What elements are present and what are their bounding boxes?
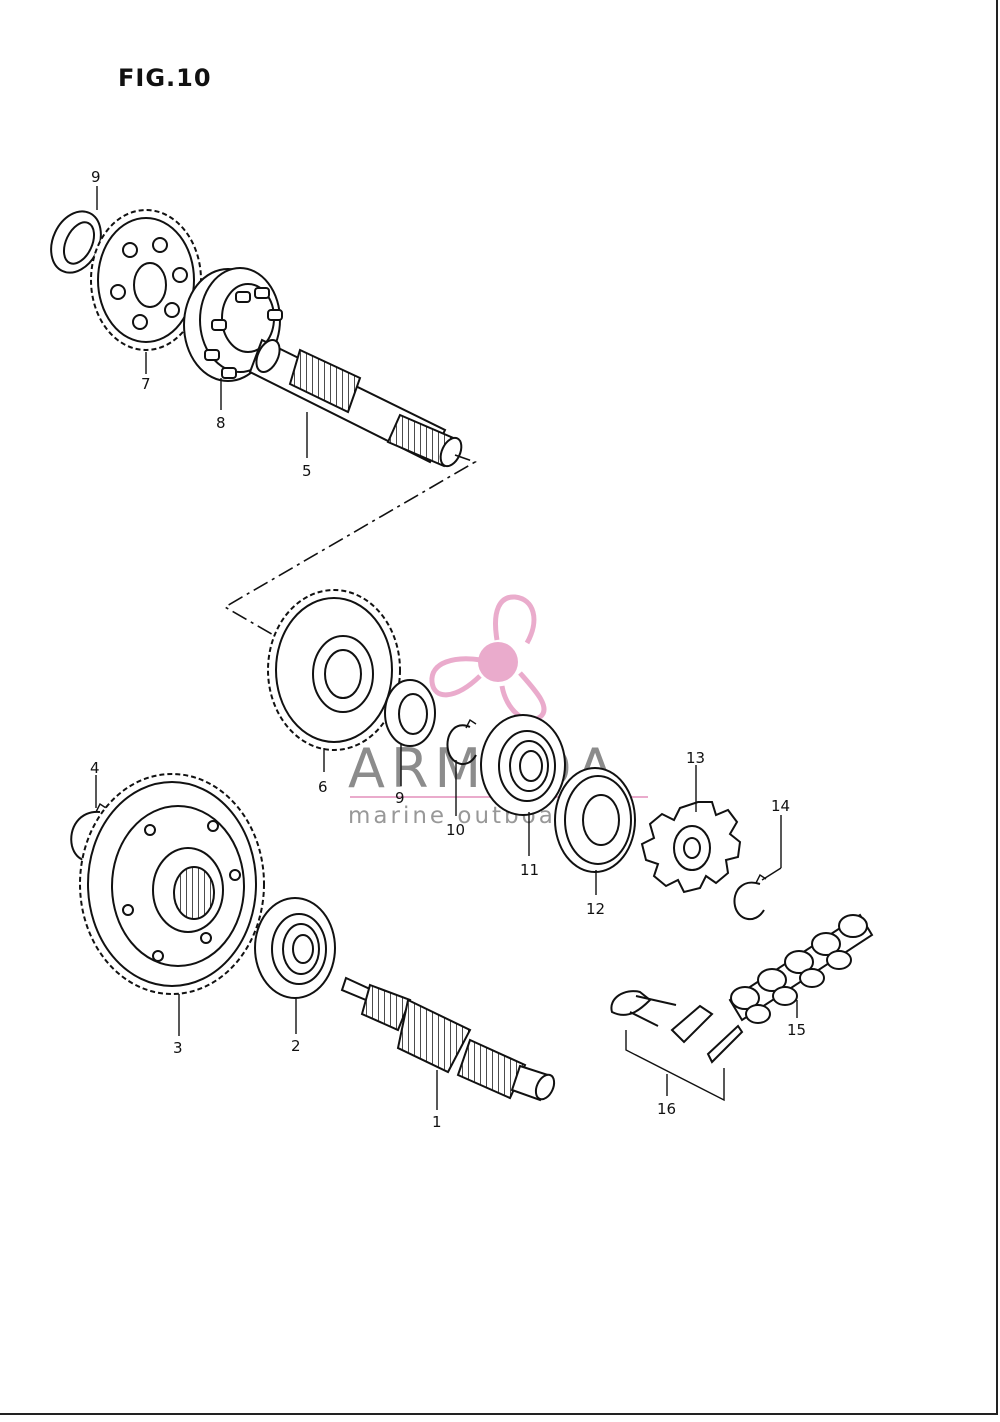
callout-8: 8 (216, 414, 226, 432)
large-gear-part-3 (79, 773, 265, 995)
seal-part-12 (554, 767, 636, 873)
leader-lines (95, 186, 798, 1110)
washer-part-9-top (50, 210, 102, 274)
chain-joint-part-16 (610, 990, 744, 1064)
callout-14: 14 (771, 797, 790, 815)
countershaft-part-1 (340, 976, 556, 1102)
callout-7: 7 (141, 375, 151, 393)
callout-1: 1 (432, 1113, 442, 1131)
gear-part-6 (267, 589, 401, 751)
bearing-part-2 (254, 897, 336, 999)
callout-labels: 9 7 8 5 6 9 10 11 12 13 14 4 3 2 1 15 16 (90, 168, 806, 1131)
alignment-line (223, 454, 477, 641)
callout-11: 11 (520, 861, 539, 879)
circlip-part-10 (446, 718, 477, 765)
callout-2: 2 (291, 1037, 301, 1055)
drive-sprocket-part-13 (640, 801, 742, 894)
washer-part-9-middle (384, 679, 436, 747)
chain-part-15 (728, 913, 874, 1024)
callout-9-middle: 9 (395, 789, 405, 807)
callout-6: 6 (318, 778, 328, 796)
propeller-logo-icon (429, 594, 547, 723)
callout-4: 4 (90, 759, 100, 777)
callout-5: 5 (302, 462, 312, 480)
bearing-part-11 (480, 714, 566, 816)
callout-13: 13 (686, 749, 705, 767)
figure-title: FIG.10 (118, 64, 212, 92)
callout-12: 12 (586, 900, 605, 918)
propeller-hub-icon (478, 642, 518, 682)
callout-16: 16 (657, 1100, 676, 1118)
circlip-part-14 (733, 873, 767, 921)
callout-3: 3 (173, 1039, 183, 1057)
callout-9-top: 9 (91, 168, 101, 186)
shaft-part-5 (248, 338, 463, 468)
callout-10: 10 (446, 821, 465, 839)
callout-15: 15 (787, 1021, 806, 1039)
